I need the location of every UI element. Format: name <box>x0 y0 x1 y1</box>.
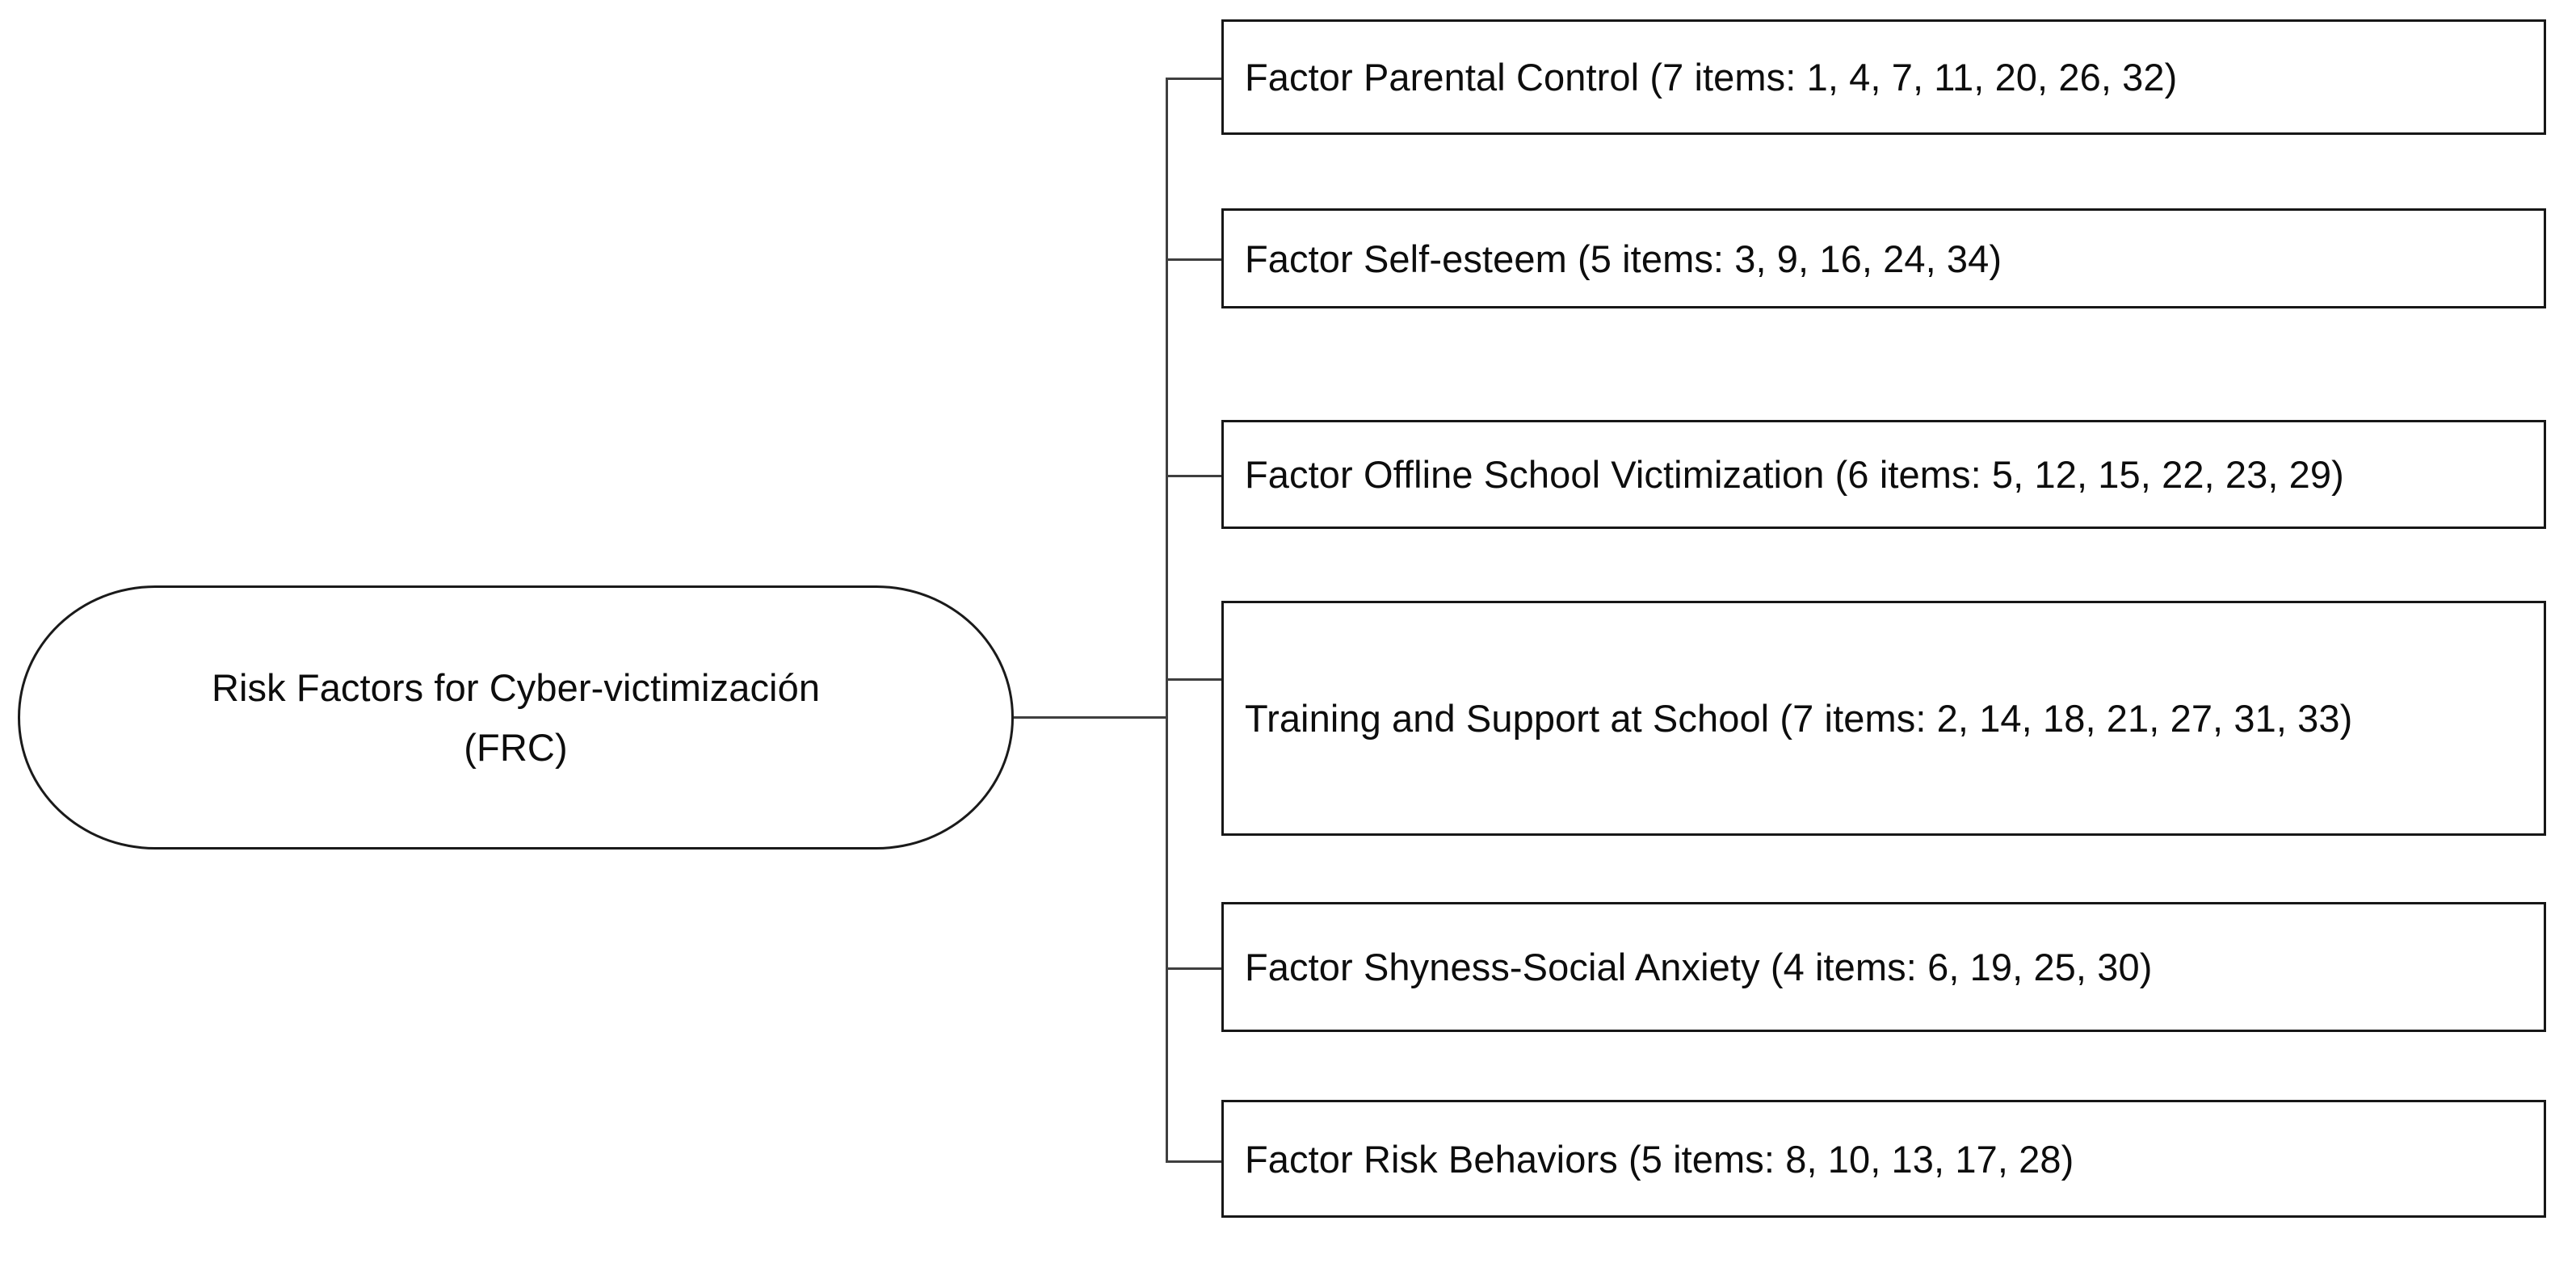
branch-label-shyness-social-anxiety: Factor Shyness-Social Anxiety (4 items: … <box>1245 946 2153 988</box>
connector-trunk <box>1166 78 1168 1160</box>
branch-label-parental-control: Factor Parental Control (7 items: 1, 4, … <box>1245 56 2178 99</box>
branch-box-training-and-support-at-school[interactable]: Training and Support at School (7 items:… <box>1221 601 2546 836</box>
root-node-risk-factors[interactable]: Risk Factors for Cyber-victimización (FR… <box>18 585 1014 850</box>
connector-branch-3 <box>1166 475 1224 477</box>
branch-box-self-esteem[interactable]: Factor Self-esteem (5 items: 3, 9, 16, 2… <box>1221 208 2546 308</box>
connector-branch-6 <box>1166 1160 1224 1163</box>
branch-label-training-and-support-at-school: Training and Support at School (7 items:… <box>1245 697 2353 740</box>
branch-label-risk-behaviors: Factor Risk Behaviors (5 items: 8, 10, 1… <box>1245 1137 2074 1181</box>
branch-box-risk-behaviors[interactable]: Factor Risk Behaviors (5 items: 8, 10, 1… <box>1221 1100 2546 1218</box>
branch-box-offline-school-victimization[interactable]: Factor Offline School Victimization (6 i… <box>1221 420 2546 529</box>
connector-branch-5 <box>1166 967 1224 970</box>
connector-branch-2 <box>1166 258 1224 261</box>
branch-label-self-esteem: Factor Self-esteem (5 items: 3, 9, 16, 2… <box>1245 237 2002 280</box>
root-node-label: Risk Factors for Cyber-victimización (FR… <box>211 665 821 769</box>
connector-branch-1 <box>1166 78 1224 80</box>
connector-root-stem <box>1014 716 1167 719</box>
branch-box-parental-control[interactable]: Factor Parental Control (7 items: 1, 4, … <box>1221 19 2546 135</box>
branch-label-offline-school-victimization: Factor Offline School Victimization (6 i… <box>1245 453 2344 496</box>
branch-box-shyness-social-anxiety[interactable]: Factor Shyness-Social Anxiety (4 items: … <box>1221 902 2546 1032</box>
connector-branch-4 <box>1166 678 1224 681</box>
